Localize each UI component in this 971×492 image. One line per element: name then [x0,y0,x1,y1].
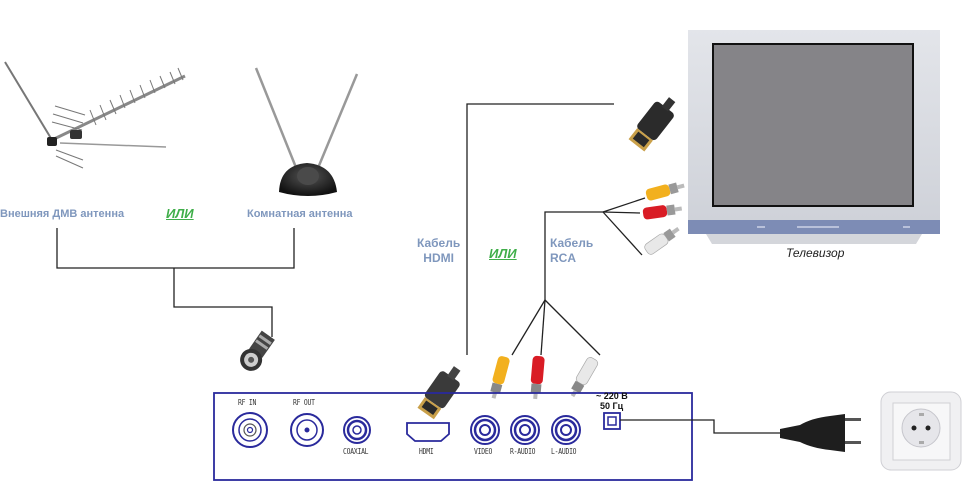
f-connector [240,330,275,371]
rca-plug-yellow-tv [645,182,685,201]
rf-out-port [290,413,324,447]
hdmi-cable-label-line1: Кабель [417,236,461,250]
or-label-cables: ИЛИ [489,246,517,261]
tv-label: Телевизор [786,246,845,260]
hdmi-cable-label: Кабель HDMI [417,236,460,266]
power-frequency: 50 Гц [600,401,624,411]
indoor-antenna [254,67,359,196]
indoor-antenna-label: Комнатная антенна [247,208,353,220]
hdmi-port [406,422,450,442]
rca-plug-red-receiver [530,355,545,400]
r-audio-port [510,415,540,445]
outdoor-antenna-label: Внешняя ДМВ антенна [0,208,125,220]
rca-plug-white-tv [644,227,680,255]
hdmi-plug-receiver [417,366,461,420]
outdoor-uhf-antenna [4,61,186,200]
port-label-rf-out: RF OUT [293,398,315,407]
power-plug [780,414,861,452]
power-socket [603,412,621,430]
rca-cable [511,197,646,356]
power-rating-label: ~ 220 В 50 Гц [596,391,628,411]
rf-in-port [232,412,268,448]
port-label-video: VIDEO [474,447,493,456]
hdmi-plug-tv [628,97,676,152]
port-label-r-audio: R-AUDIO [510,447,536,456]
hdmi-cable [466,103,614,355]
l-audio-port [551,415,581,445]
hdmi-cable-label-line2: HDMI [423,251,454,265]
rca-cable-label-line1: Кабель [550,236,594,250]
video-port [470,415,500,445]
power-cord [620,419,782,434]
power-voltage: ~ 220 В [596,391,628,401]
port-label-hdmi: HDMI [419,447,434,456]
rca-plug-red-tv [642,204,683,220]
coaxial-port [343,416,371,444]
port-label-rf-in: RF IN [238,398,257,407]
rca-plug-white-receiver [570,357,599,398]
port-label-l-audio: L-AUDIO [551,447,577,456]
television [688,30,940,244]
antenna-cable [56,228,295,337]
port-label-coaxial: COAXIAL [343,447,369,456]
rca-cable-label: Кабель RCA [550,236,593,266]
receiver-back-panel [213,392,693,481]
wall-outlet [880,391,962,471]
receiver-ports [232,412,621,448]
rca-cable-label-line2: RCA [550,251,576,265]
or-label-antennas: ИЛИ [166,206,194,221]
